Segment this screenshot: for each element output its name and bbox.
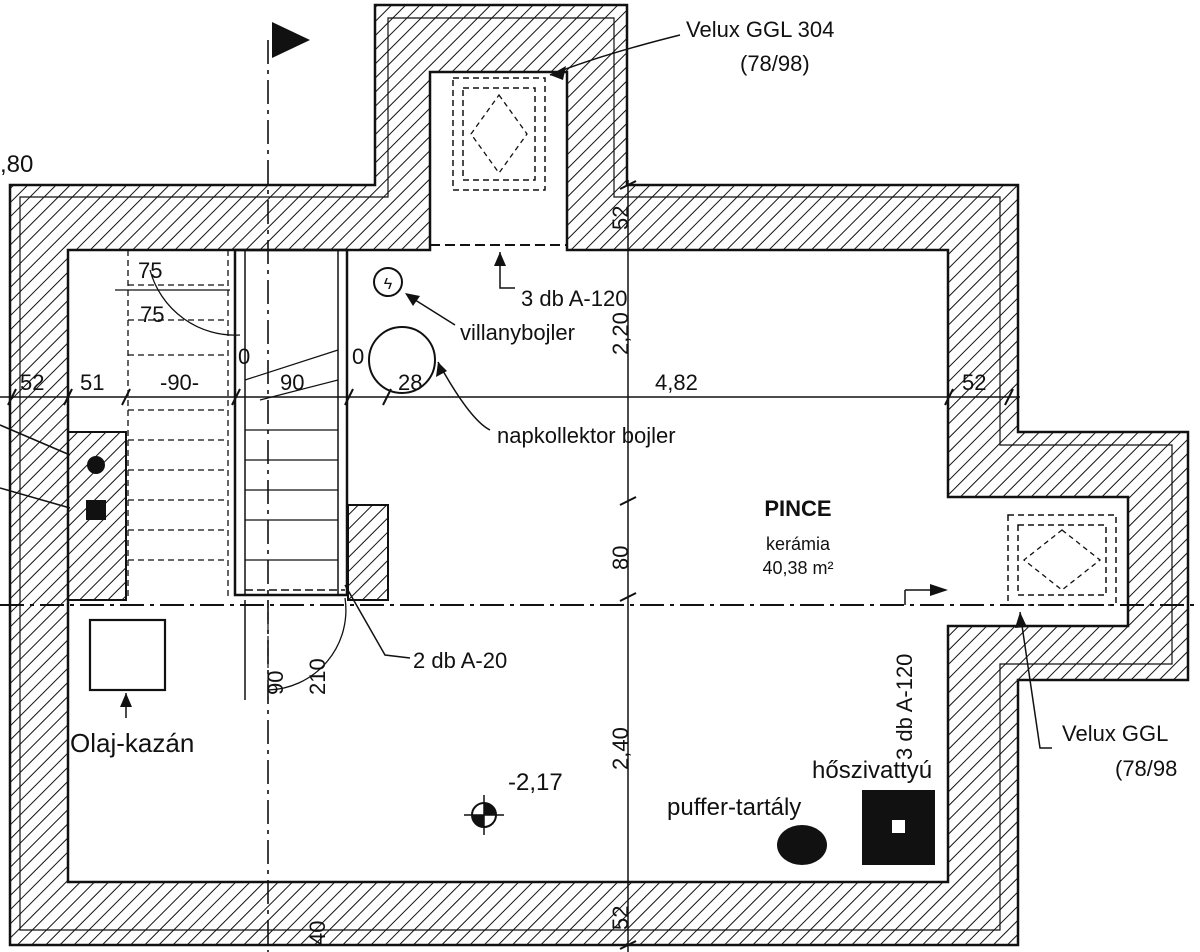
wall-hatch xyxy=(8,3,1190,947)
velux-right-label: Velux GGL xyxy=(1062,721,1168,746)
room-floor: kerámia xyxy=(766,534,831,554)
heat-pump-core xyxy=(892,820,905,833)
level-marker xyxy=(464,795,504,835)
leader-lines xyxy=(0,34,1052,749)
electric-boiler-glyph: ϟ xyxy=(384,276,393,293)
vent-right-label: 3 db A-120 xyxy=(892,654,917,760)
pillar-hatch xyxy=(347,504,389,601)
dim-51: 51 xyxy=(80,370,104,395)
dim-0a: 0 xyxy=(238,344,250,369)
oil-boiler-label: Olaj-kazán xyxy=(70,728,194,758)
dim-240: 2,40 xyxy=(608,727,633,770)
dimension-lines xyxy=(0,40,1200,952)
dim-482: 4,82 xyxy=(655,370,698,395)
puffer-tank xyxy=(777,825,827,865)
velux-top-label: Velux GGL 304 xyxy=(686,17,834,42)
dim-80: 80 xyxy=(608,546,633,570)
dim-0b: 0 xyxy=(352,344,364,369)
room-name: PINCE xyxy=(764,496,831,521)
flue-round xyxy=(87,456,105,474)
corner-dim: ,80 xyxy=(0,151,33,178)
level-label: -2,17 xyxy=(508,769,563,796)
dim-52-right: 52 xyxy=(962,370,986,395)
flue-square xyxy=(86,500,106,520)
staircase xyxy=(127,248,349,700)
dim-75b: 75 xyxy=(140,302,164,327)
velux-skylight-top xyxy=(452,77,546,191)
dim-40: 40 xyxy=(305,921,330,945)
dimension-ticks xyxy=(7,180,1014,950)
vent-top-label: 3 db A-120 xyxy=(521,286,627,311)
wall-inner-line xyxy=(19,17,1173,931)
leader-arrows xyxy=(120,22,1027,707)
oil-boiler-box xyxy=(88,618,167,692)
dim-28: 28 xyxy=(398,370,422,395)
dim-90a: -90- xyxy=(160,370,199,395)
electric-boiler-label: villanybojler xyxy=(460,320,575,345)
solar-boiler-label: napkollektor bojler xyxy=(497,423,676,448)
vent-stair-label: 2 db A-20 xyxy=(413,648,507,673)
heat-pump-label: hőszivattyú xyxy=(812,757,932,784)
dim-75a: 75 xyxy=(138,258,162,283)
puffer-label: puffer-tartály xyxy=(667,794,801,821)
velux-right-size: (78/98 xyxy=(1115,756,1177,781)
room-area: 40,38 m² xyxy=(762,558,833,578)
solar-boiler-symbol xyxy=(368,326,436,394)
dim-90v: 90 xyxy=(263,671,288,695)
dim-220: 2,20 xyxy=(608,312,633,355)
velux-top-size: (78/98) xyxy=(740,51,810,76)
dim-52-left: 52 xyxy=(20,370,44,395)
dim-90b: 90 xyxy=(280,370,304,395)
dim-52-top: 52 xyxy=(608,206,633,230)
electric-boiler-symbol xyxy=(373,267,403,297)
dim-210: 210 xyxy=(305,658,330,695)
velux-skylight-right xyxy=(1007,514,1117,606)
dim-52-bottom: 52 xyxy=(608,906,633,930)
